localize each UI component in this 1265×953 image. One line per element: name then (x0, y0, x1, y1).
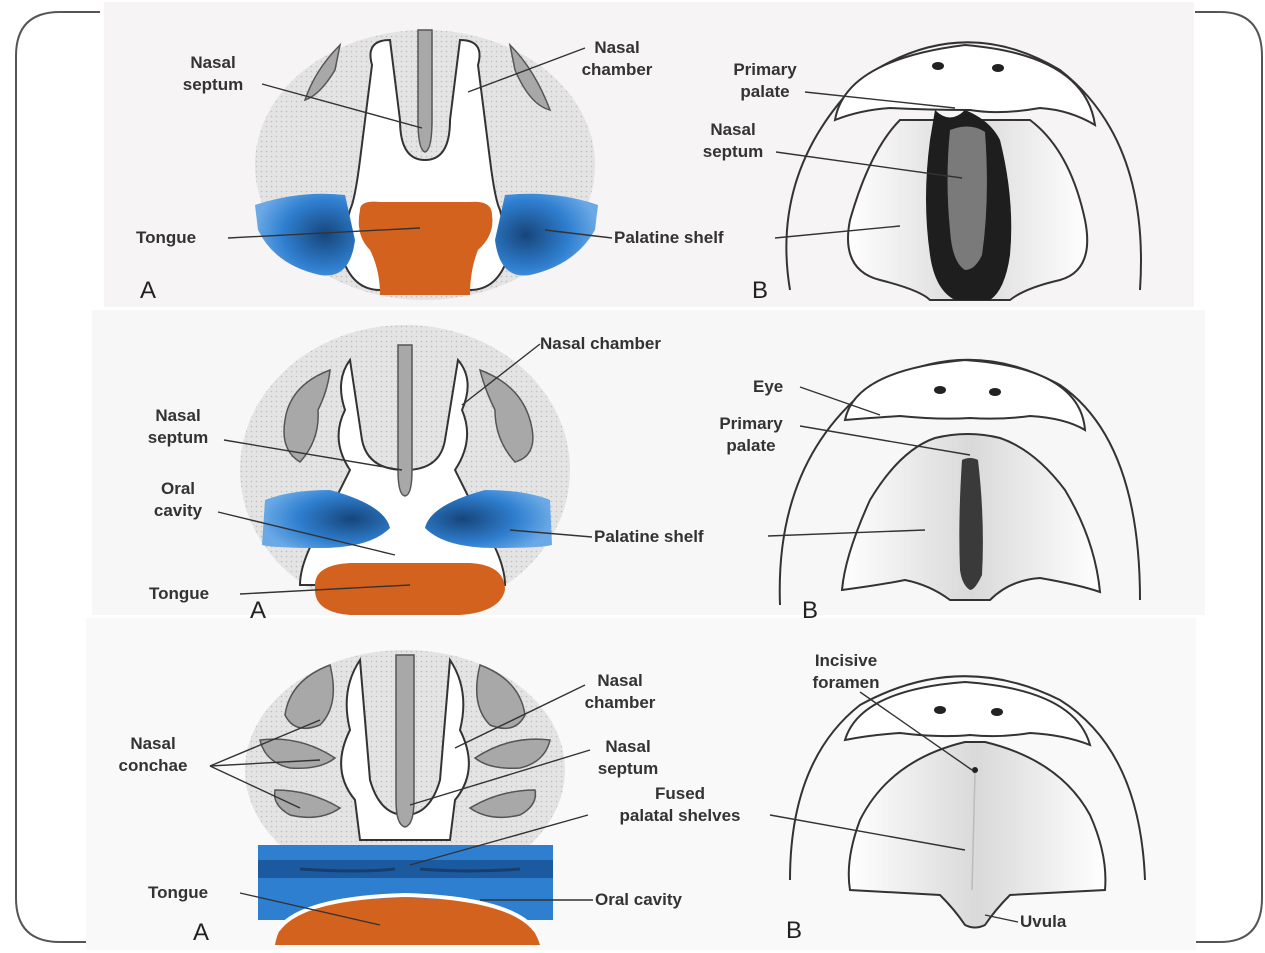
row3-b-incisive-foramen-line1: Incisive (815, 651, 877, 670)
row1-a-nasal-chamber-line2: chamber (582, 60, 653, 79)
row3-a-fused-palatal-line1: Fused (655, 784, 705, 803)
row1-b-primary-palate-line2: palate (740, 82, 789, 101)
row1-b-letter: B (752, 277, 768, 304)
row3-a-letter: A (193, 919, 209, 946)
row1-a-letter: A (140, 277, 156, 304)
row3-b-letter: B (786, 917, 802, 944)
row3-a-nasal-septum-line1: Nasal (605, 737, 650, 756)
row3-panel-a-drawing (245, 650, 565, 945)
row3-a-oral-cavity-label: Oral cavity (595, 890, 682, 909)
row1-b-primary-palate-line1: Primary (733, 60, 797, 79)
row1-a-nasal-septum-line2: septum (183, 75, 243, 94)
row2-a-palatine-shelf-label: Palatine shelf (594, 527, 704, 546)
row2-b-primary-palate-line2: palate (726, 436, 775, 455)
row2-a-letter: A (250, 597, 266, 624)
row1-b-nasal-septum (948, 126, 987, 270)
row3-nasal-septum-shape (396, 655, 414, 827)
row2-b-primary-palate-line1: Primary (719, 414, 783, 433)
row2-a-oral-cavity-line2: cavity (154, 501, 203, 520)
row2-a-tongue-label: Tongue (149, 584, 209, 603)
row2-a-nasal-chamber-label: Nasal chamber (540, 334, 661, 353)
nasal-septum-shape (418, 30, 432, 152)
row3-a-nasal-chamber-line2: chamber (585, 693, 656, 712)
row3-a-tongue-label: Tongue (148, 883, 208, 902)
row1-b-nasal-septum-line1: Nasal (710, 120, 755, 139)
row2-b-eye-label: Eye (753, 377, 783, 396)
row1-a-tongue-label: Tongue (136, 228, 196, 247)
row3-a-nasal-conchae-line2: conchae (119, 756, 188, 775)
row3-a-nasal-septum-line2: septum (598, 759, 658, 778)
row1-a-nasal-chamber-line1: Nasal (594, 38, 639, 57)
row2-nasal-septum-shape (398, 345, 412, 496)
row1-a-palatine-shelf-label: Palatine shelf (614, 228, 724, 247)
row3-a-nasal-conchae-line1: Nasal (130, 734, 175, 753)
row3-b-uvula-label: Uvula (1020, 912, 1067, 931)
row2-panel-a-drawing (240, 325, 570, 615)
row3-b-incisive-foramen-line2: foramen (812, 673, 879, 692)
row1-a-nasal-septum-line1: Nasal (190, 53, 235, 72)
row2-a-nasal-septum-line1: Nasal (155, 406, 200, 425)
row2-b-letter: B (802, 597, 818, 624)
row3-a-fused-palatal-line2: palatal shelves (620, 806, 741, 825)
row2-a-nasal-septum-line2: septum (148, 428, 208, 447)
row3-a-nasal-chamber-line1: Nasal (597, 671, 642, 690)
row1-b-nasal-septum-line2: septum (703, 142, 763, 161)
incisive-foramen-dot (972, 767, 978, 773)
row2-a-oral-cavity-line1: Oral (161, 479, 195, 498)
